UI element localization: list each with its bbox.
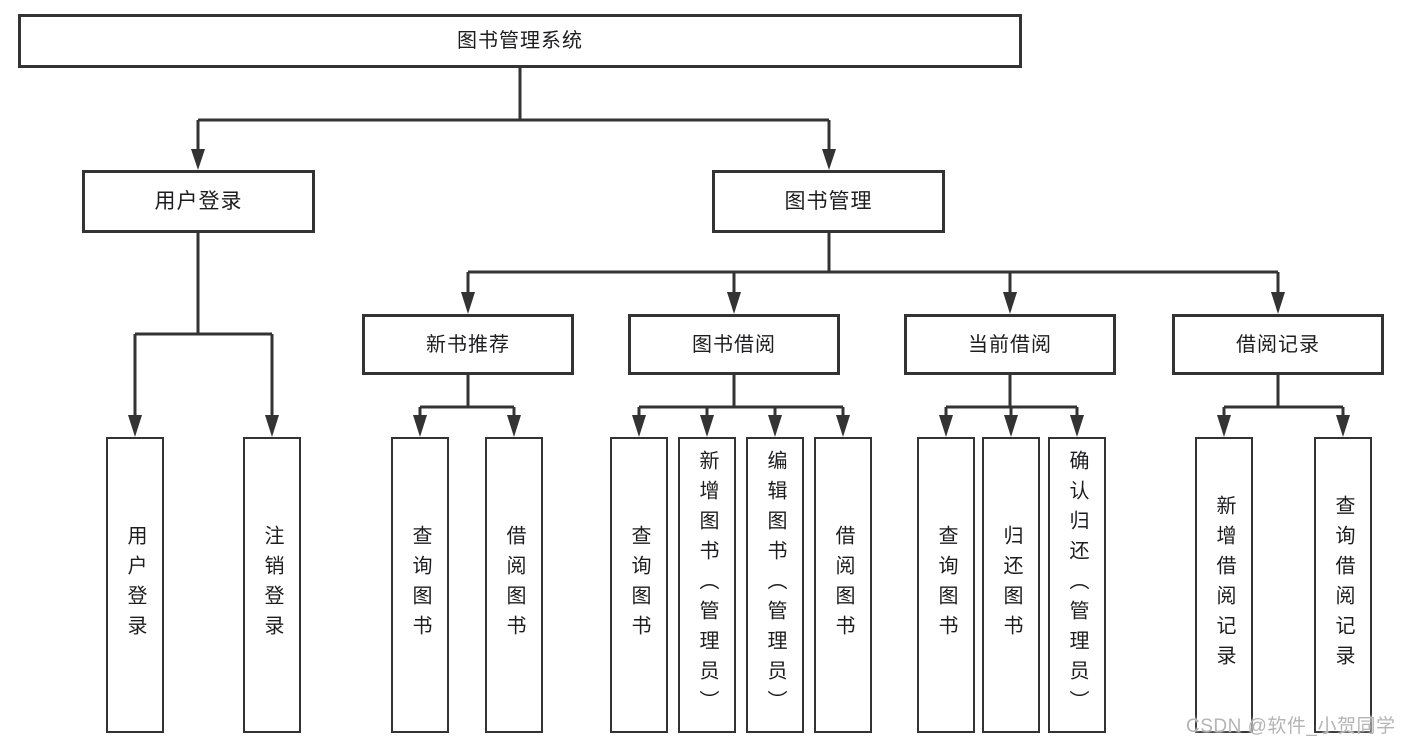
node-new-book-recommend: 新书推荐 [362, 314, 574, 375]
csdn-watermark: CSDN @软件_小贺同学 [1186, 716, 1396, 737]
leaf-borrow-book: 借阅图书 [814, 437, 872, 733]
leaf-label: 编辑图书（管理员） [764, 450, 786, 720]
node-book-management: 图书管理 [712, 170, 945, 233]
node-label: 新书推荐 [426, 333, 510, 356]
leaf-label: 查询图书 [409, 525, 431, 645]
leaf-edit-book-admin: 编辑图书（管理员） [746, 437, 804, 733]
leaf-logout: 注销登录 [243, 437, 301, 733]
node-label: 用户登录 [154, 190, 243, 213]
leaf-label: 确认归还（管理员） [1066, 450, 1088, 720]
leaf-user-login: 用户登录 [106, 437, 164, 733]
leaf-borrow-book-recommend: 借阅图书 [485, 437, 543, 733]
leaf-query-borrow-record: 查询借阅记录 [1314, 437, 1372, 733]
node-label: 图书管理 [784, 190, 873, 213]
node-root-system: 图书管理系统 [18, 14, 1022, 68]
node-book-borrow: 图书借阅 [628, 314, 840, 375]
leaf-label: 查询借阅记录 [1332, 495, 1354, 675]
leaf-label: 查询图书 [628, 525, 650, 645]
node-label: 借阅记录 [1236, 333, 1320, 356]
leaf-label: 新增图书（管理员） [696, 450, 718, 720]
leaf-label: 新增借阅记录 [1213, 495, 1235, 675]
leaf-query-book-current: 查询图书 [917, 437, 975, 733]
leaf-add-book-admin: 新增图书（管理员） [678, 437, 736, 733]
arrowheads [128, 149, 1350, 437]
leaf-label: 借阅图书 [503, 525, 525, 645]
leaf-confirm-return-admin: 确认归还（管理员） [1048, 437, 1106, 733]
leaf-query-book-borrow: 查询图书 [610, 437, 668, 733]
leaf-label: 注销登录 [261, 525, 283, 645]
leaf-label: 借阅图书 [832, 525, 854, 645]
node-label: 图书借阅 [692, 333, 776, 356]
node-label: 当前借阅 [968, 333, 1052, 356]
node-current-borrow: 当前借阅 [904, 314, 1116, 375]
leaf-label: 用户登录 [124, 525, 146, 645]
leaf-label: 归还图书 [1000, 525, 1022, 645]
leaf-add-borrow-record: 新增借阅记录 [1195, 437, 1253, 733]
leaf-label: 查询图书 [935, 525, 957, 645]
node-borrow-records: 借阅记录 [1172, 314, 1384, 375]
leaf-query-book-recommend: 查询图书 [391, 437, 449, 733]
node-label: 图书管理系统 [457, 30, 583, 52]
node-user-login: 用户登录 [82, 170, 315, 233]
leaf-return-book: 归还图书 [982, 437, 1040, 733]
